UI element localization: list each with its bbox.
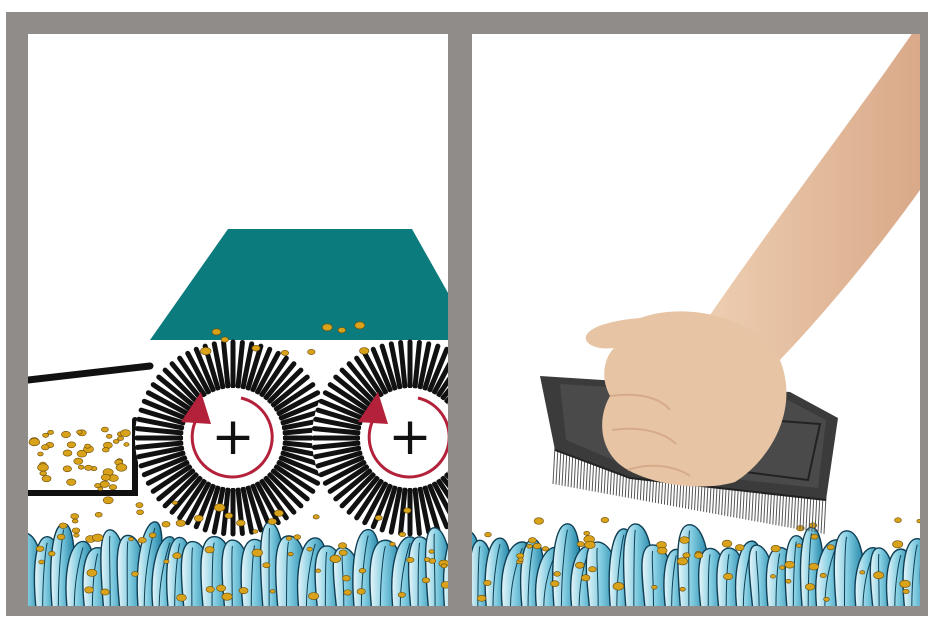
brush-hub-symbol: + — [211, 407, 255, 467]
rotating-brush-left: + — [135, 340, 331, 536]
brush-hub-symbol: + — [388, 407, 432, 467]
